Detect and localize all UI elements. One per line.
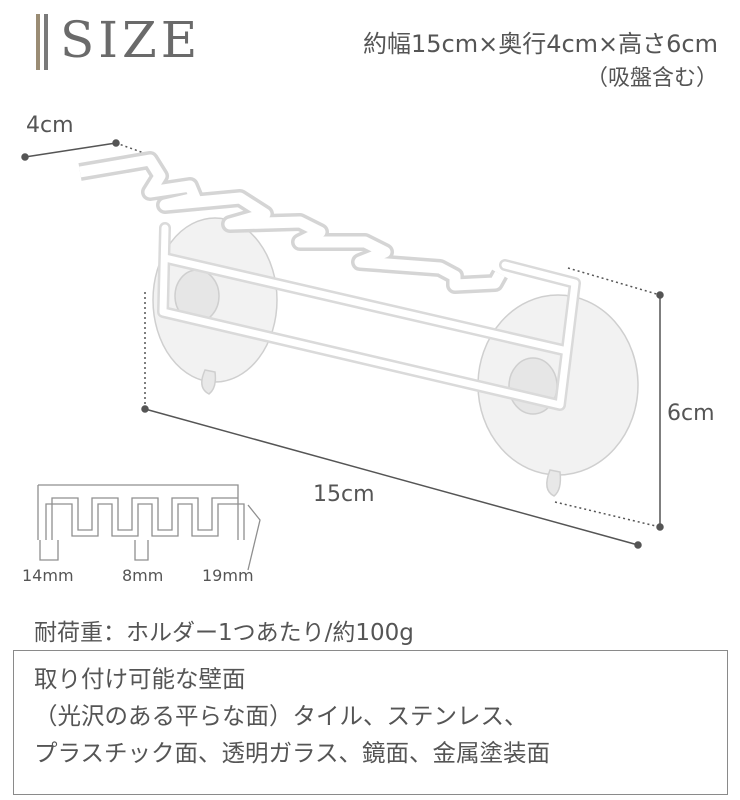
section-title: SIZE — [60, 11, 202, 69]
height-label: 6cm — [667, 401, 715, 426]
height-dimension — [554, 267, 664, 531]
title-accent-bar — [44, 14, 48, 70]
slot-label: 8mm — [122, 566, 164, 585]
width-dimension — [141, 290, 642, 549]
slot-label: 19mm — [202, 566, 254, 585]
product-illustration — [21, 139, 664, 571]
surfaces-line: （光沢のある平らな面）タイル、ステンレス、 — [34, 702, 528, 730]
compatible-surfaces-box: 取り付け可能な壁面 （光沢のある平らな面）タイル、ステンレス、 プラスチック面、… — [13, 650, 728, 795]
holder-rail — [78, 151, 508, 294]
surfaces-line: プラスチック面、透明ガラス、鏡面、金属塗装面 — [34, 739, 551, 767]
depth-dimension — [21, 139, 159, 161]
dimensions-text: 約幅15cm×奥行4cm×高さ6cm — [362, 30, 718, 58]
load-capacity-text: 耐荷重：ホルダー1つあたり/約100g — [34, 620, 414, 646]
dimensions-note: （吸盤含む） — [585, 66, 718, 91]
side-view-diagram — [37, 484, 261, 571]
suction-cup-left — [152, 217, 278, 395]
width-label: 15cm — [313, 482, 375, 507]
surfaces-line: 取り付け可能な壁面 — [34, 665, 246, 693]
depth-label: 4cm — [26, 113, 74, 138]
slot-label: 14mm — [22, 566, 74, 585]
title-accent-bar — [36, 14, 40, 70]
